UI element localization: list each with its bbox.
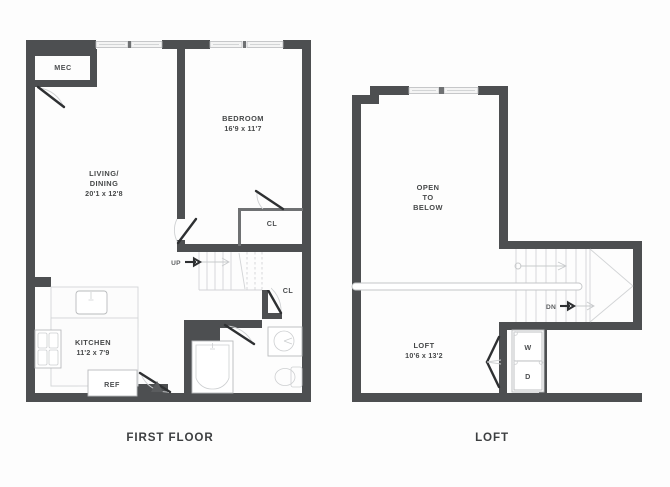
dryer-label: D bbox=[525, 372, 531, 381]
wall-closet-upper-left bbox=[238, 208, 241, 246]
wall-laundry-top bbox=[499, 322, 547, 330]
wall-top-mid bbox=[162, 40, 210, 49]
first-floor-labels: MEC BEDROOM 16'9 x 11'7 LIVING/ DINING 2… bbox=[54, 63, 264, 357]
wall-bedroom-partition bbox=[177, 49, 185, 219]
loft-dims: 10'6 x 13'2 bbox=[405, 352, 443, 360]
washer-label: W bbox=[524, 343, 531, 352]
bedroom-dims: 16'9 x 11'7 bbox=[224, 125, 261, 133]
wall-bath-top bbox=[184, 320, 262, 328]
toilet-tank bbox=[290, 366, 303, 388]
first-floor-title: FIRST FLOOR bbox=[126, 431, 213, 444]
bedroom-door bbox=[173, 217, 198, 245]
first-floor-plan: CL CL bbox=[26, 40, 311, 402]
laundry-closet: W D bbox=[485, 329, 545, 393]
entry-door bbox=[138, 371, 172, 394]
wall-bath-left bbox=[184, 320, 192, 402]
window-mullion-1 bbox=[128, 41, 131, 48]
toilet-bowl bbox=[274, 368, 296, 386]
wall-mec-bottom bbox=[35, 80, 91, 87]
wall-top-right bbox=[283, 40, 311, 49]
wall-loft-center-vert bbox=[499, 86, 508, 249]
wall-loft-bottom bbox=[352, 393, 642, 402]
wall-bath-notch bbox=[184, 320, 220, 344]
wall-loft-top-right bbox=[478, 86, 508, 95]
bedroom-label: BEDROOM bbox=[222, 114, 264, 123]
dryer bbox=[513, 360, 543, 391]
wall-loft-top-left bbox=[370, 86, 409, 95]
first-floor-windows bbox=[95, 41, 284, 48]
closet-lower-label: CL bbox=[283, 286, 294, 295]
refrigerator-label: REF bbox=[104, 380, 120, 389]
staircase-down: DN bbox=[351, 248, 634, 323]
wall-laundry-left bbox=[499, 322, 507, 402]
wall-loft-stair-top bbox=[499, 241, 642, 249]
wall-bath-bottom bbox=[184, 393, 226, 402]
loft-walls bbox=[352, 86, 642, 402]
wall-loft-right bbox=[633, 241, 642, 322]
loft-floor-plan: DN W D OPEN TO bbox=[351, 86, 642, 402]
loft-title: LOFT bbox=[475, 431, 509, 444]
kitchen-area: REF bbox=[34, 286, 139, 397]
closet-upper-label: CL bbox=[267, 219, 278, 228]
living-dining-dims: 20'1 x 12'8 bbox=[85, 190, 123, 198]
wall-mec-right bbox=[90, 49, 97, 87]
stair-up-label: UP bbox=[171, 260, 181, 267]
stair-handrail bbox=[351, 282, 583, 291]
bathroom-area bbox=[191, 323, 303, 394]
closet-upper: CL bbox=[238, 189, 303, 246]
wall-loft-stair-bottom bbox=[499, 322, 642, 330]
wall-bottom-right bbox=[168, 393, 311, 402]
open-to-below-line3: BELOW bbox=[413, 203, 443, 212]
mec-label: MEC bbox=[54, 63, 71, 72]
cooktop bbox=[34, 329, 62, 369]
loft-windows bbox=[408, 87, 479, 94]
refrigerator bbox=[87, 369, 138, 397]
wall-closet-lower-bottom bbox=[262, 313, 282, 319]
loft-label: LOFT bbox=[413, 341, 434, 350]
stair-down-label: DN bbox=[546, 304, 556, 311]
window-mullion-2 bbox=[243, 41, 246, 48]
wall-top-left bbox=[26, 40, 96, 49]
wall-left-exterior bbox=[26, 40, 35, 402]
loft-window-mullion bbox=[439, 87, 444, 94]
wall-loft-left bbox=[352, 95, 361, 402]
wall-closet-upper-top-left bbox=[238, 208, 264, 211]
wall-loft-jog-horiz bbox=[352, 95, 379, 104]
living-dining-label-2: DINING bbox=[90, 179, 119, 188]
open-to-below-line1: OPEN bbox=[417, 183, 440, 192]
wall-mec-top bbox=[35, 49, 97, 56]
open-to-below-line2: TO bbox=[422, 193, 433, 202]
loft-labels: OPEN TO BELOW LOFT 10'6 x 13'2 bbox=[405, 183, 443, 360]
wall-right-exterior bbox=[302, 40, 311, 402]
kitchen-label: KITCHEN bbox=[75, 338, 111, 347]
wall-bottom-left bbox=[26, 393, 137, 402]
kitchen-dims: 11'2 x 7'9 bbox=[76, 349, 109, 357]
mec-door bbox=[36, 85, 66, 109]
staircase-up: UP bbox=[171, 252, 271, 291]
entry-marker-triangle bbox=[151, 381, 163, 392]
bathtub bbox=[191, 340, 234, 394]
wall-kitchen-jog bbox=[35, 277, 51, 287]
living-dining-label-1: LIVING/ bbox=[89, 169, 119, 178]
wall-stair-top bbox=[177, 244, 311, 252]
stair-body bbox=[199, 252, 271, 290]
kitchen-sink bbox=[75, 290, 108, 315]
